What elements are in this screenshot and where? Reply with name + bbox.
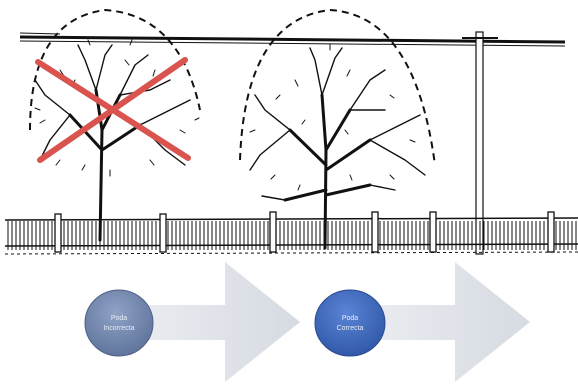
dashed-crown-outline-right bbox=[239, 8, 436, 166]
power-line-icon bbox=[19, 32, 566, 47]
dashed-crown-outline-left bbox=[29, 8, 201, 131]
tree-icon bbox=[249, 43, 426, 250]
step-label-line1: Poda bbox=[342, 315, 358, 322]
fence-icon bbox=[4, 211, 578, 255]
flow-arrow-1 bbox=[118, 262, 300, 382]
flow-arrow-2 bbox=[350, 262, 530, 382]
step-label-line1: Poda bbox=[111, 315, 127, 322]
step-label-line2: Correcta bbox=[337, 325, 364, 332]
cross-mark-icon bbox=[35, 57, 191, 163]
step-node-correct: Poda Correcta bbox=[314, 289, 386, 357]
step-label-line2: Incorrecta bbox=[103, 325, 134, 332]
utility-pole-icon bbox=[462, 31, 498, 255]
step-node-incorrect: Poda Incorrecta bbox=[84, 289, 154, 357]
